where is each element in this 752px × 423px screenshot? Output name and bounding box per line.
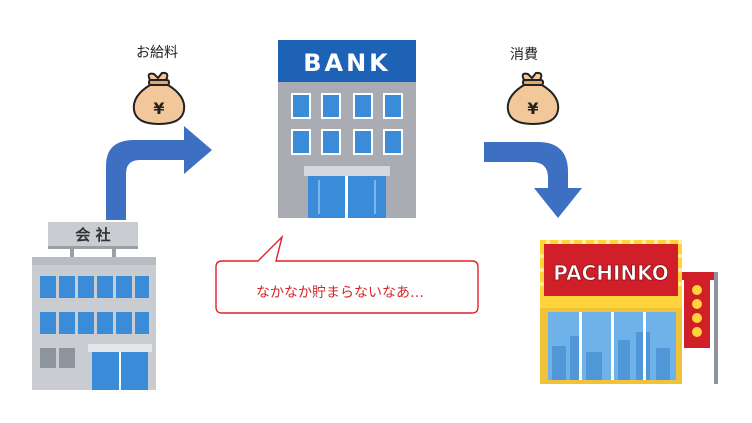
yen-symbol: ¥	[527, 99, 538, 118]
yen-symbol: ¥	[153, 99, 164, 118]
speech-bubble	[215, 234, 479, 314]
company-sign-text: 会 社	[75, 226, 110, 244]
bank-sign-text: BANK	[303, 49, 391, 77]
pachinko-sign-text: PACHINKO	[553, 261, 669, 285]
money-bag-icon: ¥	[132, 71, 186, 126]
consumption-label: 消費	[510, 47, 538, 63]
curved-arrow-icon	[484, 142, 582, 218]
pachinko-parlor-icon: PACHINKO	[540, 240, 718, 384]
curved-arrow-icon	[106, 126, 212, 220]
salary-label: お給料	[136, 45, 178, 61]
company-building-icon: 会 社	[32, 222, 156, 390]
money-bag-icon: ¥	[506, 71, 560, 126]
bank-building-icon: BANK	[278, 40, 416, 218]
speech-bubble-text: なかなか貯まらないなあ…	[256, 285, 424, 301]
